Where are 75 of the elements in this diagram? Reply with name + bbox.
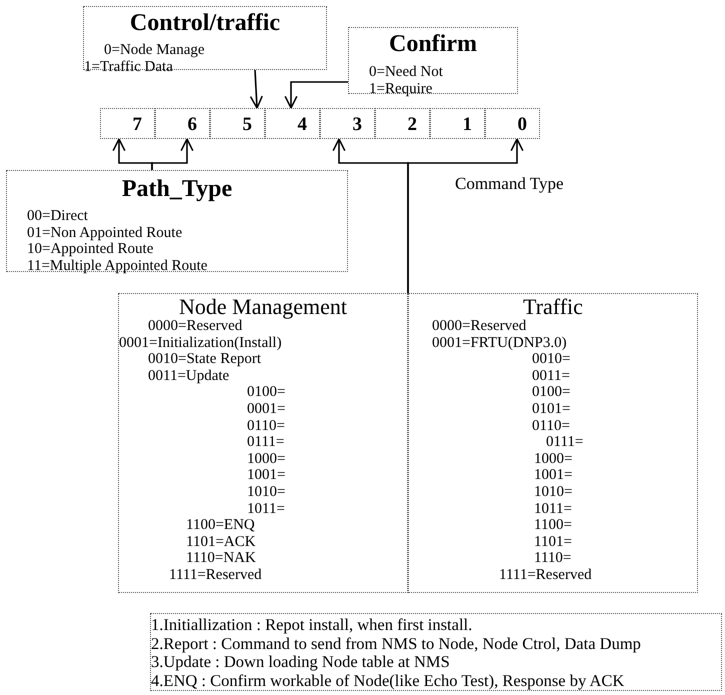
arrow	[284, 81, 348, 109]
bit-number: 6	[188, 115, 197, 134]
code-value: 0110=	[532, 418, 570, 434]
note-text: 2.Report : Command to send from NMS to Node, Node Ctrol, Data Dump	[151, 636, 641, 652]
bit-cell	[265, 108, 320, 139]
bit-number: 3	[352, 115, 362, 134]
code-value: 00=Direct	[27, 209, 88, 224]
code-value: 01=Non Appointed Route	[27, 226, 182, 240]
code-table-box	[408, 293, 698, 593]
arrow	[250, 70, 263, 109]
code-value: 0011=	[532, 368, 570, 384]
code-value: 1011=	[247, 502, 285, 517]
code-value: 1111=Reserved	[169, 568, 262, 583]
bit-number: 2	[408, 115, 417, 134]
box-title: Path_Type	[122, 177, 232, 201]
bit-number: 5	[242, 115, 252, 134]
code-value: 1110=NAK	[186, 551, 256, 566]
code-table-box	[118, 293, 408, 593]
code-value: 0111=	[247, 435, 284, 450]
box-title: Node Management	[179, 296, 347, 318]
code-value: 1111=Reserved	[499, 568, 592, 583]
code-value: 0110=	[247, 418, 285, 434]
code-value: 0000=Reserved	[148, 319, 242, 334]
bit-cell	[375, 108, 430, 139]
box-title: Control/traffic	[130, 11, 280, 35]
code-value: 1000=	[534, 452, 572, 467]
note-text: 1.Initiallization : Repot install, when first install.	[151, 617, 472, 634]
bit-cell	[320, 108, 375, 139]
code-value: 1011=	[534, 502, 572, 517]
code-value: 1010=	[247, 485, 286, 500]
bit-number: 7	[132, 115, 142, 134]
code-value: 1110=	[534, 551, 572, 566]
code-value: 0010=State Report	[148, 352, 262, 368]
code-value: 1000=	[247, 452, 286, 467]
code-value: 0010=	[532, 352, 570, 368]
code-value: 1100=	[534, 518, 572, 534]
bit-number: 1	[462, 115, 472, 134]
code-value: 0001=Initialization(Install)	[119, 336, 282, 351]
bit-number: 4	[298, 115, 307, 134]
code-value: 1010=	[534, 485, 572, 500]
code-value: 1=Traffic Data	[84, 60, 173, 75]
field-label: Command Type	[455, 175, 564, 192]
code-value: 11=Multiple Appointed Route	[27, 258, 208, 274]
code-value: 0111=	[546, 435, 584, 450]
note-text: 4.ENQ : Confirm workable of Node(like Echo Test), Response by ACK	[151, 672, 624, 689]
arrow	[151, 138, 194, 170]
code-value: 1100=ENQ	[186, 518, 255, 534]
bit-cell	[430, 108, 485, 139]
code-value: 1=Require	[369, 82, 432, 97]
bit-cell	[210, 108, 265, 139]
box-title: Confirm	[389, 32, 477, 56]
code-value: 1001=	[534, 468, 572, 484]
note-text: 3.Update : Down loading Node table at NMS	[151, 654, 450, 670]
bit-cell	[155, 108, 210, 139]
code-value: 0011=Update	[148, 368, 230, 384]
field-description-box	[6, 170, 348, 272]
code-value: 0=Need Not	[369, 65, 443, 80]
bit-cell	[485, 108, 540, 139]
bit-number: 0	[518, 115, 527, 134]
code-value: 1001=	[247, 468, 286, 484]
code-value: 0=Node Manage	[104, 43, 205, 58]
notes-box	[150, 613, 722, 691]
code-value: 10=Appointed Route	[27, 242, 154, 257]
code-value: 1101=	[534, 534, 572, 550]
bit-cell	[100, 108, 155, 139]
box-title: Traffic	[523, 296, 583, 318]
code-value: 0000=Reserved	[432, 319, 526, 334]
code-value: 1101=ACK	[186, 534, 256, 550]
code-value: 0100=	[532, 385, 570, 400]
code-value: 0001=FRTU(DNP3.0)	[432, 336, 567, 351]
arrow	[407, 138, 524, 293]
field-description-box	[83, 6, 327, 70]
code-value: 0101=	[532, 402, 570, 417]
code-value: 0100=	[247, 385, 286, 400]
code-value: 0001=	[247, 402, 286, 417]
